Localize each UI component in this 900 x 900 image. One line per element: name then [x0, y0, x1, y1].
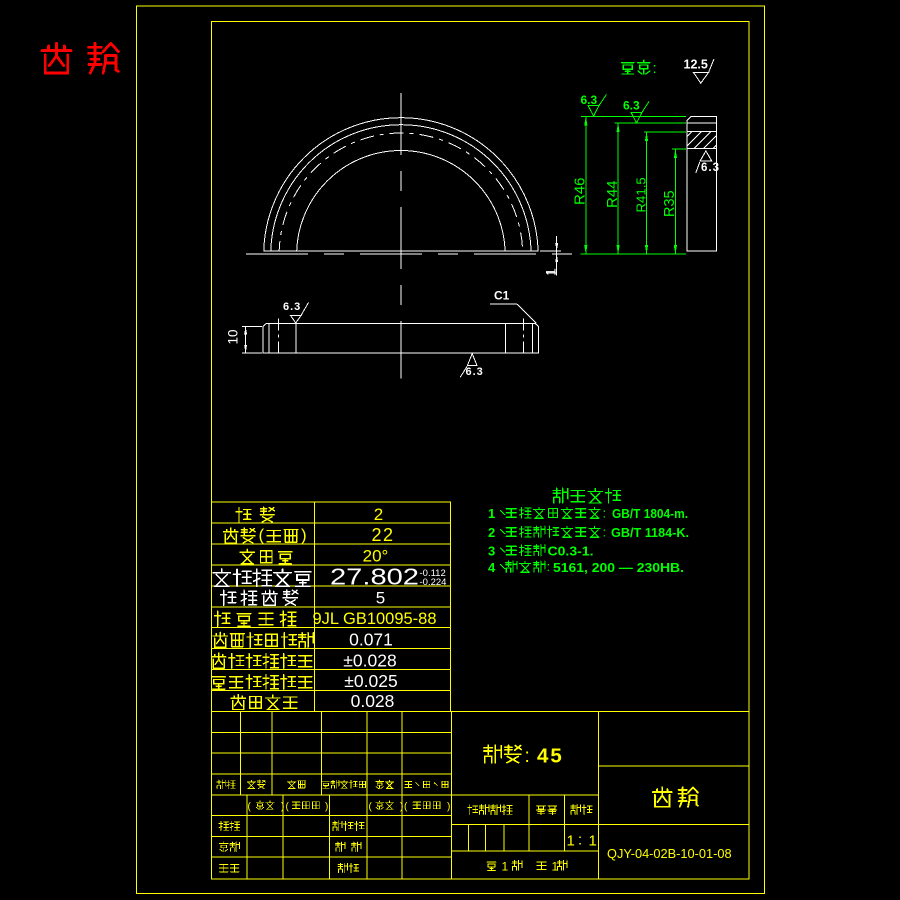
svg-text::: : [547, 559, 551, 574]
svg-text:5: 5 [376, 588, 385, 607]
svg-text:10: 10 [226, 329, 241, 344]
svg-text:R44: R44 [604, 180, 621, 208]
svg-text::: : [525, 746, 530, 767]
svg-text:45: 45 [537, 745, 564, 768]
svg-text:0.028: 0.028 [351, 691, 395, 711]
svg-text:C0.3-1.: C0.3-1. [548, 544, 594, 559]
svg-text:1: 1 [544, 268, 559, 276]
svg-text:-0.112: -0.112 [420, 568, 446, 579]
svg-text:6.3: 6.3 [581, 93, 598, 107]
svg-text:2: 2 [488, 525, 495, 540]
svg-text:1: 1 [502, 860, 509, 874]
svg-text:6.3: 6.3 [701, 162, 720, 174]
svg-text::: : [603, 506, 607, 521]
svg-text:1: 1 [589, 833, 597, 850]
svg-text::: : [653, 60, 657, 77]
svg-text:QJY-04-02B-10-01-08: QJY-04-02B-10-01-08 [607, 847, 732, 861]
svg-text:GB/T 1804-m.: GB/T 1804-m. [612, 506, 688, 521]
svg-text:R46: R46 [572, 177, 589, 205]
svg-text:(: ( [248, 802, 252, 813]
svg-text:(: ( [259, 526, 265, 545]
svg-text:): ) [400, 802, 403, 813]
svg-text:R35: R35 [662, 190, 678, 217]
svg-text:GB/T 1184-K.: GB/T 1184-K. [611, 525, 689, 540]
svg-text:1: 1 [567, 833, 575, 850]
svg-text:9JL GB10095-88: 9JL GB10095-88 [313, 610, 437, 628]
svg-text:6.3: 6.3 [283, 301, 301, 313]
svg-text:2: 2 [374, 505, 383, 524]
svg-text:3: 3 [488, 544, 495, 559]
svg-text:): ) [301, 526, 307, 545]
svg-text:-0.224: -0.224 [420, 577, 447, 588]
svg-text:0.071: 0.071 [349, 630, 393, 650]
svg-text:1: 1 [488, 506, 495, 521]
svg-text:(: ( [286, 802, 290, 813]
svg-text:): ) [447, 802, 450, 813]
svg-text:27.802: 27.802 [330, 563, 419, 589]
svg-text:5161, 200 — 230HB.: 5161, 200 — 230HB. [553, 560, 684, 575]
svg-text:1: 1 [552, 860, 559, 874]
svg-text:±0.025: ±0.025 [344, 671, 397, 691]
svg-text:6.3: 6.3 [623, 99, 640, 113]
svg-text:6.3: 6.3 [466, 366, 484, 378]
svg-text::: : [578, 832, 582, 849]
svg-text::: : [603, 525, 607, 540]
svg-text:22: 22 [371, 525, 394, 545]
svg-text:4: 4 [488, 560, 496, 575]
svg-text:): ) [325, 802, 328, 813]
svg-text:): ) [281, 802, 284, 813]
svg-text:(: ( [369, 802, 373, 813]
svg-text:20°: 20° [363, 546, 389, 565]
svg-text:(: ( [404, 802, 408, 813]
svg-text:12.5: 12.5 [684, 58, 708, 72]
svg-text:R41.5: R41.5 [634, 177, 649, 212]
svg-text:C1: C1 [494, 289, 510, 303]
svg-text:±0.028: ±0.028 [343, 651, 396, 671]
